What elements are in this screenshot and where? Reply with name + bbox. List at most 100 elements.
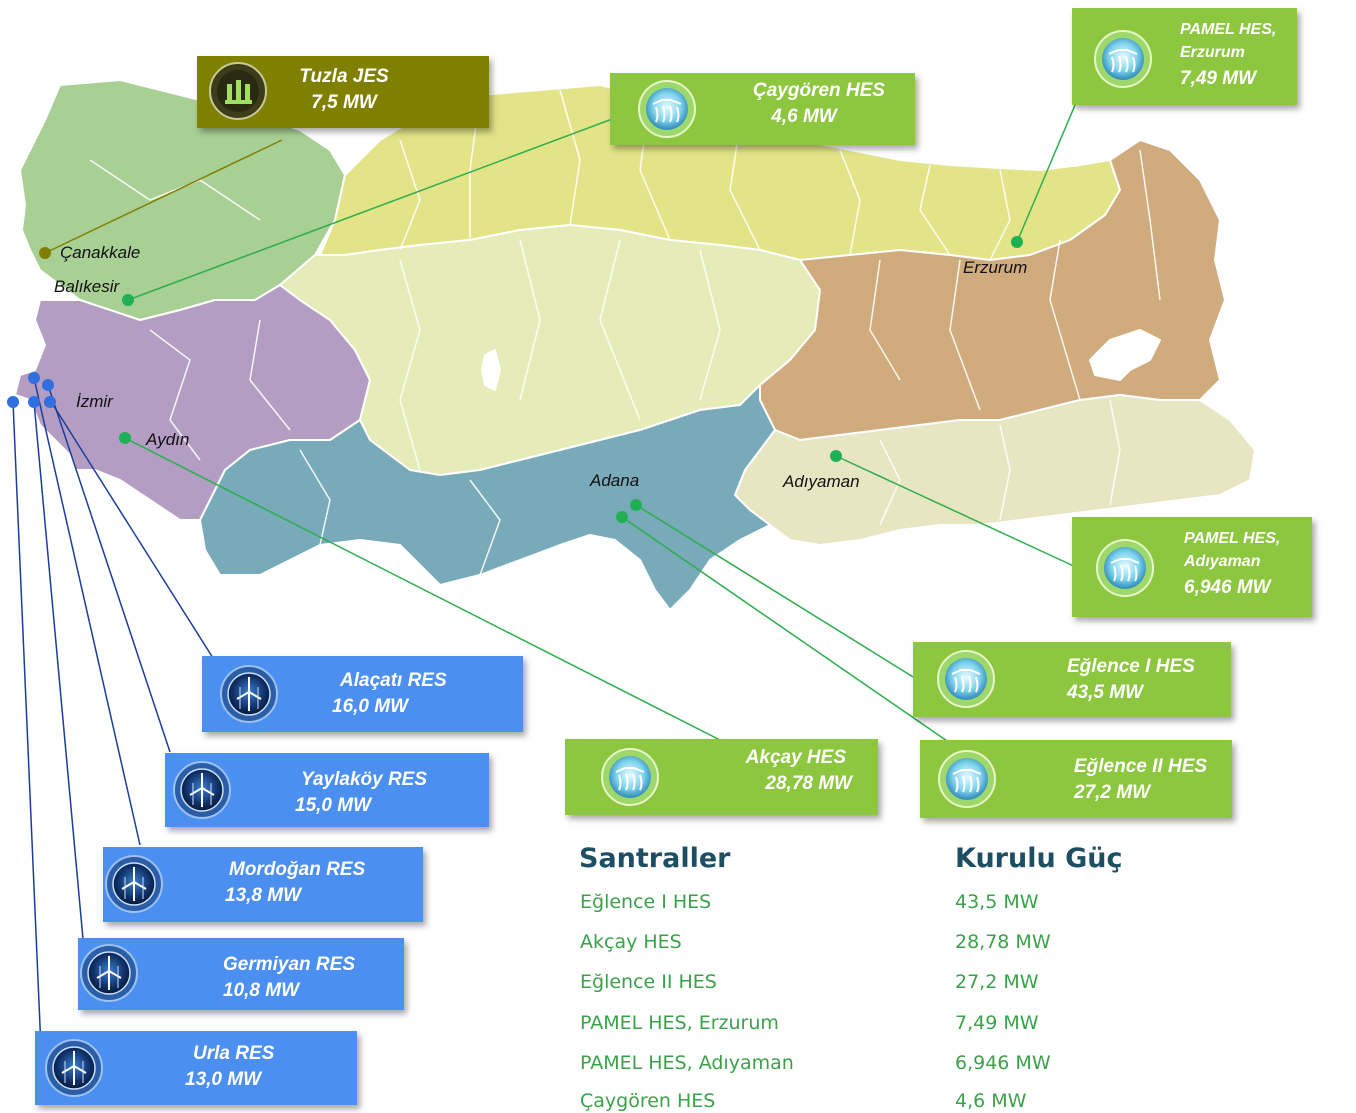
plant-power: 7,5 MW — [311, 92, 377, 113]
plant-name: Eğlence II HES — [1074, 756, 1208, 777]
city-label-erzurum: Erzurum — [963, 258, 1028, 277]
city-label-adiyaman: Adıyaman — [783, 472, 860, 491]
plant-card-akcay-hes[interactable]: Akçay HES 28,78 MW — [565, 739, 878, 815]
plant-name-line1: PAMEL HES, — [1180, 21, 1277, 38]
city-label-adana: Adana — [590, 471, 640, 490]
region-southeast — [734, 394, 1256, 546]
wind-turbine-icon — [45, 1039, 103, 1097]
table-row-plant: Akçay HES — [580, 931, 682, 953]
table-row-plant: Eğlence II HES — [580, 971, 717, 993]
wind-turbine-icon — [173, 761, 231, 819]
marker-izmir-4[interactable] — [28, 396, 40, 408]
plant-card-alacati-res[interactable]: Alaçatı RES 16,0 MW — [202, 656, 523, 732]
marker-izmir-5[interactable] — [7, 396, 19, 408]
table-row-plant: PAMEL HES, Adıyaman — [580, 1052, 794, 1074]
hydro-icon — [938, 750, 996, 808]
leader-yaylakoy — [47, 384, 171, 753]
table-row-capacity: 4,6 MW — [955, 1090, 1027, 1112]
city-label-aydin: Aydın — [146, 430, 190, 449]
table-row-plant: PAMEL HES, Erzurum — [580, 1012, 779, 1034]
plant-name: Yaylaköy RES — [301, 769, 428, 790]
plant-name: Alaçatı RES — [340, 670, 447, 691]
hydro-icon — [601, 748, 659, 806]
leader-caygoren — [127, 117, 616, 301]
plant-power: 15,0 MW — [295, 795, 372, 816]
marker-izmir-1[interactable] — [28, 372, 40, 384]
plant-name-line2: Erzurum — [1180, 44, 1245, 61]
marker-izmir-2[interactable] — [42, 379, 54, 391]
leader-alacati — [49, 399, 214, 659]
plant-name: Germiyan RES — [223, 954, 355, 975]
wind-turbine-icon — [105, 855, 163, 913]
plant-card-urla-res[interactable]: Urla RES 13,0 MW — [35, 1031, 357, 1105]
plant-power: 4,6 MW — [771, 106, 837, 127]
leader-pamel-adiyaman — [835, 455, 1079, 569]
marker-canakkale[interactable] — [39, 247, 51, 259]
table-row-capacity: 28,78 MW — [955, 931, 1051, 953]
table-row-capacity: 6,946 MW — [955, 1052, 1051, 1074]
plant-name: Urla RES — [193, 1043, 275, 1064]
geothermal-icon — [209, 62, 267, 120]
plant-card-yaylakoy-res[interactable]: Yaylaköy RES 15,0 MW — [165, 753, 489, 827]
city-label-izmir: İzmir — [76, 392, 113, 411]
plant-card-eglence1-hes[interactable]: Eğlence I HES 43,5 MW — [913, 642, 1231, 717]
location-markers — [7, 236, 1023, 523]
map-regions — [14, 79, 1256, 611]
leader-akcay — [124, 437, 721, 741]
marker-adana-2[interactable] — [616, 511, 628, 523]
leader-pamel-erzurum — [1016, 97, 1079, 243]
marker-balikesir[interactable] — [122, 294, 134, 306]
plant-name: Akçay HES — [745, 747, 846, 768]
plant-card-mordogan-res[interactable]: Mordoğan RES 13,8 MW — [103, 847, 423, 922]
lake-van — [1089, 329, 1161, 381]
plant-card-pamel-adiyaman[interactable]: PAMEL HES, Adıyaman 6,946 MW — [1072, 517, 1312, 617]
leader-mordogan — [33, 377, 141, 846]
plant-name: Mordoğan RES — [229, 859, 366, 880]
city-label-balikesir: Balıkesir — [54, 277, 120, 296]
plant-card-caygoren-hes[interactable]: Çaygören HES 4,6 MW — [610, 73, 915, 145]
plant-card-eglence2-hes[interactable]: Eğlence II HES 27,2 MW — [920, 740, 1232, 818]
plant-name-line1: PAMEL HES, — [1184, 530, 1281, 547]
region-mediterranean — [199, 384, 776, 611]
marker-erzurum[interactable] — [1011, 236, 1023, 248]
hydro-icon — [937, 650, 995, 708]
table-row-plant: Eğlence I HES — [580, 891, 712, 913]
plant-name: Tuzla JES — [299, 66, 389, 87]
wind-turbine-icon — [80, 944, 138, 1002]
plant-card-germiyan-res[interactable]: Germiyan RES 10,8 MW — [78, 938, 404, 1010]
leader-tuzla — [44, 139, 283, 254]
marker-adana-1[interactable] — [630, 499, 642, 511]
plant-card-pamel-erzurum[interactable]: PAMEL HES, Erzurum 7,49 MW — [1072, 8, 1297, 105]
plant-power: 28,78 MW — [765, 773, 852, 794]
marker-aydin[interactable] — [119, 432, 131, 444]
plant-power: 13,0 MW — [185, 1069, 262, 1090]
marker-adiyaman[interactable] — [830, 450, 842, 462]
table-row-capacity: 43,5 MW — [955, 891, 1039, 913]
marker-izmir-3[interactable] — [44, 396, 56, 408]
plant-name: Çaygören HES — [753, 80, 885, 101]
plant-power: 13,8 MW — [225, 885, 302, 906]
leader-germiyan — [33, 401, 84, 940]
table-row-plant: Çaygören HES — [580, 1090, 716, 1112]
table-header-plants: Santraller — [579, 843, 731, 874]
plant-power: 6,946 MW — [1184, 577, 1271, 598]
plant-power: 7,49 MW — [1180, 68, 1257, 89]
hydro-icon — [1094, 30, 1152, 88]
plant-power: 27,2 MW — [1074, 782, 1151, 803]
table-row-capacity: 7,49 MW — [955, 1012, 1039, 1034]
hydro-icon — [638, 80, 696, 138]
plant-name-line2: Adıyaman — [1184, 553, 1261, 570]
lake-tuz — [481, 349, 501, 391]
plant-card-tuzla-jes[interactable]: Tuzla JES 7,5 MW — [197, 56, 489, 128]
table-row-capacity: 27,2 MW — [955, 971, 1039, 993]
plant-name: Eğlence I HES — [1067, 656, 1195, 677]
leader-eglence2 — [621, 516, 951, 744]
leader-urla — [12, 401, 43, 1073]
hydro-icon — [1096, 539, 1154, 597]
leader-eglence1 — [635, 504, 919, 681]
wind-turbine-icon — [220, 665, 278, 723]
plant-power: 16,0 MW — [332, 696, 409, 717]
plant-power: 43,5 MW — [1067, 682, 1144, 703]
leader-lines — [12, 97, 1079, 1073]
